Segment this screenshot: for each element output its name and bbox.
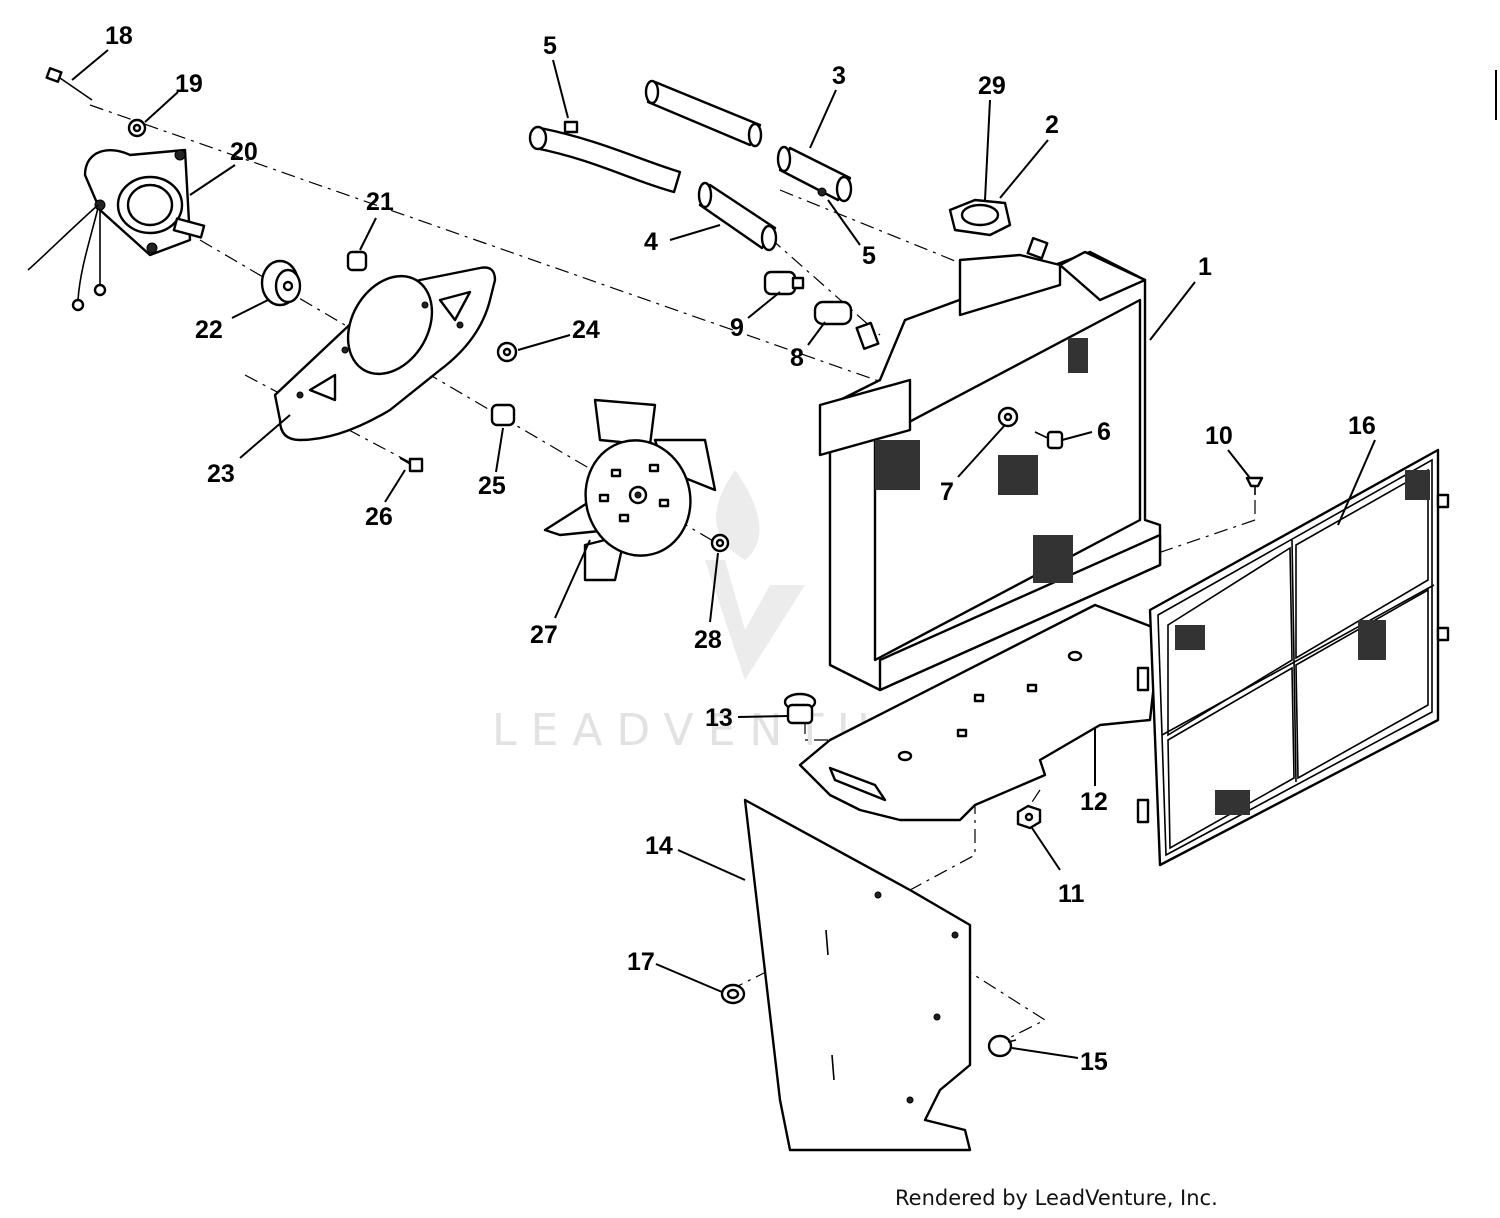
part-9-sensor xyxy=(763,270,805,296)
part-5-hose-upper xyxy=(528,120,682,194)
part-21-spacer xyxy=(346,250,368,272)
part-23-mounting-bracket xyxy=(273,266,497,442)
callout-16: 16 xyxy=(1348,412,1376,440)
part-26-screw xyxy=(399,457,424,473)
part-3-hose xyxy=(776,145,853,203)
callout-18: 18 xyxy=(105,22,133,50)
callout-25: 25 xyxy=(478,472,506,500)
part-7-nut xyxy=(997,406,1019,428)
leader-lines xyxy=(71,49,1376,1059)
part-16-screen xyxy=(1136,448,1450,867)
callout-21: 21 xyxy=(366,188,394,216)
part-2-radiator-cap xyxy=(948,198,1012,237)
callout-17: 17 xyxy=(627,948,655,976)
part-17-washer xyxy=(720,983,746,1005)
callout-14: 14 xyxy=(645,832,673,860)
callout-15: 15 xyxy=(1080,1048,1108,1076)
callout-1: 1 xyxy=(1198,253,1212,281)
part-8-spacer xyxy=(813,300,853,326)
callout-26: 26 xyxy=(365,503,393,531)
part-10-screw xyxy=(1245,476,1264,495)
callout-23: 23 xyxy=(207,460,235,488)
part-11-nut xyxy=(1016,804,1042,830)
part-20-fan-motor xyxy=(27,148,206,312)
callout-11: 11 xyxy=(1058,880,1085,908)
callout-10: 10 xyxy=(1205,422,1233,450)
callout-4: 4 xyxy=(644,228,658,256)
callout-8: 8 xyxy=(790,344,804,372)
callout-12: 12 xyxy=(1080,788,1108,816)
callout-5-upper: 5 xyxy=(543,32,557,60)
part-15-push-rivet xyxy=(987,1034,1017,1058)
part-1-radiator xyxy=(818,236,1162,692)
callout-19: 19 xyxy=(175,70,203,98)
part-14-side-panel xyxy=(743,798,972,1152)
callout-13: 13 xyxy=(705,704,733,732)
part-25-spacer xyxy=(490,403,516,427)
callout-6: 6 xyxy=(1097,418,1111,446)
callout-7: 7 xyxy=(940,478,954,506)
callout-28: 28 xyxy=(694,626,722,654)
callout-5-lower: 5 xyxy=(862,242,876,270)
callout-24: 24 xyxy=(572,316,600,344)
callout-27: 27 xyxy=(530,621,558,649)
part-28-nut xyxy=(710,533,730,553)
part-12-base-plate xyxy=(798,603,1162,822)
callout-29: 29 xyxy=(978,72,1006,100)
callout-2: 2 xyxy=(1045,111,1059,139)
callout-20: 20 xyxy=(230,138,258,166)
render-credit: Rendered by LeadVenture, Inc. xyxy=(895,1186,1218,1210)
hose-top xyxy=(644,79,763,148)
callout-3: 3 xyxy=(832,62,846,90)
part-13-grommet xyxy=(783,692,817,725)
part-4-hose xyxy=(697,181,778,252)
callout-22: 22 xyxy=(195,316,223,344)
part-27-fan-blade xyxy=(543,398,717,582)
callout-labels: 1 2 3 4 5 5 6 7 8 9 10 11 12 13 14 15 16… xyxy=(105,22,1376,1076)
callout-9: 9 xyxy=(730,314,744,342)
part-19-washer xyxy=(127,118,147,138)
part-18-bolt xyxy=(45,67,93,101)
part-22-bushing xyxy=(260,259,302,307)
part-24-nut xyxy=(496,341,518,363)
